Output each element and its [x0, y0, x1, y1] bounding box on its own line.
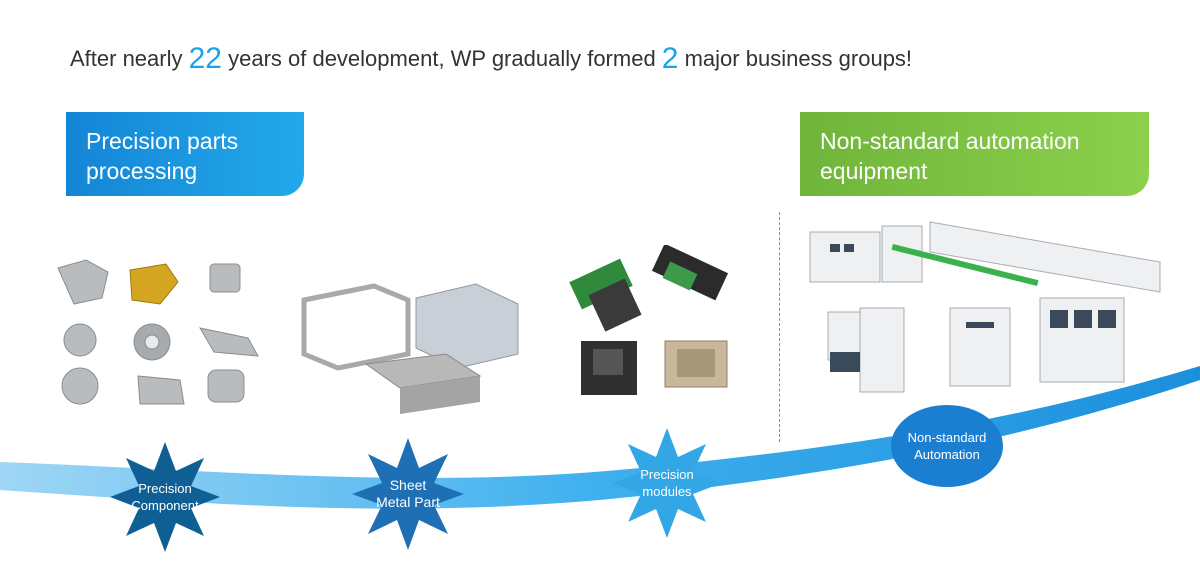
automation-machine-icon	[809, 221, 1161, 393]
badge-non-standard-automation: Non-standard Automation	[890, 404, 1004, 488]
headline-text-3: major business groups!	[678, 46, 913, 71]
section-divider	[779, 212, 780, 442]
badge-sheet-metal: Sheet Metal Part	[352, 438, 464, 550]
headline-text-2: years of development, WP gradually forme…	[221, 46, 662, 71]
years-number: 22	[188, 42, 222, 75]
badge-non-standard-automation-label: Non-standard Automation	[907, 430, 987, 462]
precision-module-images	[565, 243, 745, 410]
oval-badge-icon	[891, 405, 1003, 487]
headline: After nearly 22 years of development, WP…	[70, 42, 912, 76]
star-badge-icon	[612, 428, 722, 538]
sheet-metal-images	[296, 278, 526, 433]
badge-sheet-metal-label: Sheet Metal Part	[376, 477, 440, 510]
automation-equipment-banner: Non-standard automation equipment	[800, 112, 1149, 196]
badge-precision-component-label: Precision Component	[131, 481, 199, 513]
precision-parts-line2: processing	[86, 158, 198, 184]
badge-precision-component: Precision Component	[110, 442, 220, 552]
component-parts-icon	[57, 259, 259, 405]
headline-text-1: After nearly	[70, 46, 189, 71]
automation-equipment-images	[800, 212, 1180, 407]
automation-equipment-line2: equipment	[820, 158, 928, 184]
precision-component-images	[50, 258, 270, 423]
badge-precision-modules: Precision modules	[612, 428, 722, 538]
badge-precision-modules-label: Precision modules	[640, 467, 694, 499]
precision-module-icon	[569, 243, 729, 395]
precision-parts-line1: Precision parts	[86, 128, 239, 154]
sheet-metal-icon	[301, 283, 519, 414]
automation-equipment-line1: Non-standard automation	[820, 128, 1080, 154]
star-badge-icon	[110, 442, 220, 552]
star-badge-icon	[352, 438, 464, 550]
precision-parts-banner: Precision parts processing	[66, 112, 304, 196]
groups-number: 2	[661, 42, 679, 75]
